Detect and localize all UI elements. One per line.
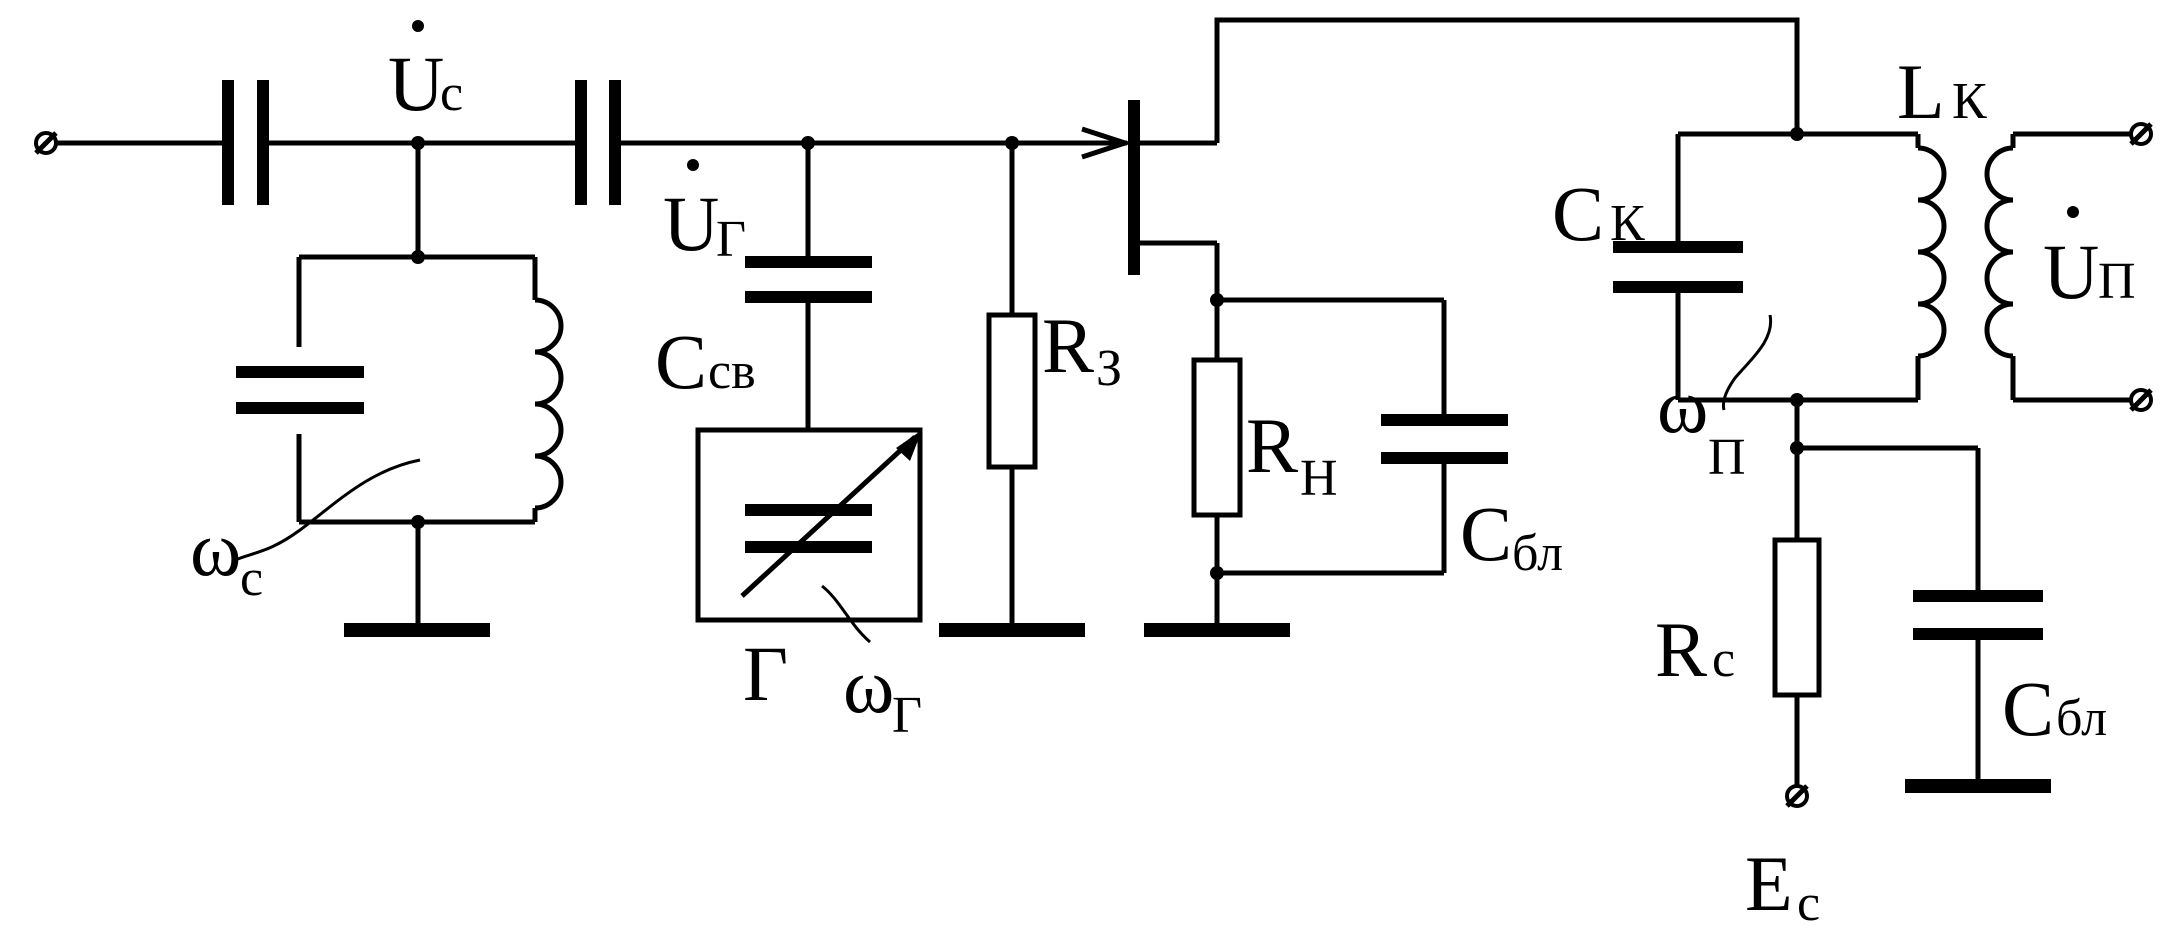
svg-text:бл: бл bbox=[2056, 690, 2107, 747]
svg-text:Н: Н bbox=[1300, 450, 1338, 507]
svg-text:L: L bbox=[1897, 48, 1945, 135]
omega-g-leader bbox=[821, 584, 871, 644]
coupling-capacitor-2 bbox=[575, 80, 621, 205]
svg-text:C: C bbox=[2002, 665, 2054, 752]
svg-text:U: U bbox=[663, 180, 719, 267]
svg-text:U: U bbox=[388, 40, 444, 127]
label-uc: U с bbox=[388, 20, 463, 127]
svg-text:Г: Г bbox=[716, 211, 746, 268]
svg-text:П: П bbox=[1708, 429, 1746, 486]
svg-text:Г: Г bbox=[743, 630, 788, 717]
supply-terminal bbox=[1785, 784, 1809, 808]
supply-network bbox=[1772, 400, 2051, 793]
label-gen: Г bbox=[743, 630, 788, 717]
tank-ground bbox=[344, 515, 490, 637]
svg-text:З: З bbox=[1096, 340, 1122, 397]
label-r3: R З bbox=[1042, 302, 1122, 397]
svg-text:К: К bbox=[1952, 73, 1987, 130]
svg-text:R: R bbox=[1655, 606, 1707, 693]
label-ec: E с bbox=[1745, 840, 1820, 932]
svg-text:R: R bbox=[1042, 302, 1094, 389]
label-omega-g: ω Г bbox=[843, 642, 922, 744]
svg-text:E: E bbox=[1745, 840, 1793, 927]
svg-text:ω: ω bbox=[843, 642, 894, 729]
oscillator-box bbox=[695, 427, 923, 623]
tank-inductor bbox=[532, 257, 564, 522]
svg-text:ω: ω bbox=[190, 505, 241, 592]
svg-text:C: C bbox=[1552, 170, 1604, 257]
svg-text:П: П bbox=[2098, 253, 2136, 310]
omega-p-leader bbox=[1721, 314, 1773, 411]
svg-text:C: C bbox=[655, 318, 707, 405]
output-terminal-top bbox=[2129, 122, 2153, 146]
label-omega-c: ω с bbox=[190, 505, 263, 607]
omega-c-leader bbox=[234, 458, 421, 562]
field-effect-transistor bbox=[1128, 100, 1217, 275]
svg-text:Г: Г bbox=[892, 687, 922, 744]
gate-line bbox=[621, 126, 1134, 160]
source-network bbox=[1144, 243, 1508, 637]
svg-text:с: с bbox=[1712, 631, 1735, 688]
signal-tank-circuit bbox=[296, 136, 535, 525]
input-terminal bbox=[34, 131, 58, 155]
label-rn: R Н bbox=[1246, 402, 1338, 507]
label-cbl-1: C бл bbox=[1460, 490, 1563, 582]
svg-text:с: с bbox=[440, 65, 463, 122]
svg-text:C: C bbox=[1460, 490, 1512, 577]
label-up: U П bbox=[2043, 206, 2136, 315]
svg-text:R: R bbox=[1246, 402, 1298, 489]
svg-text:с: с bbox=[240, 550, 263, 607]
label-ck: C К bbox=[1552, 170, 1645, 257]
label-omega-p: ω П bbox=[1657, 362, 1746, 486]
oscillator-branch bbox=[745, 136, 872, 430]
svg-text:К: К bbox=[1610, 195, 1645, 252]
svg-text:U: U bbox=[2043, 228, 2099, 315]
output-terminal-bottom bbox=[2129, 388, 2153, 412]
svg-text:св: св bbox=[708, 343, 756, 400]
label-lk: L К bbox=[1897, 48, 1987, 135]
svg-text:бл: бл bbox=[1512, 525, 1563, 582]
label-rc: R с bbox=[1655, 606, 1735, 693]
coupling-capacitor-1 bbox=[222, 80, 269, 205]
output-coil bbox=[1984, 131, 2131, 403]
drain-line bbox=[1214, 17, 1800, 143]
gate-resistor bbox=[939, 136, 1085, 637]
if-inductor bbox=[1915, 134, 1947, 400]
svg-text:ω: ω bbox=[1657, 362, 1708, 449]
label-ccv: C св bbox=[655, 318, 756, 405]
svg-text:с: с bbox=[1797, 875, 1820, 932]
tank-capacitor bbox=[236, 347, 364, 434]
label-ug: U Г bbox=[663, 159, 746, 268]
label-cbl-2: C бл bbox=[2002, 665, 2107, 752]
